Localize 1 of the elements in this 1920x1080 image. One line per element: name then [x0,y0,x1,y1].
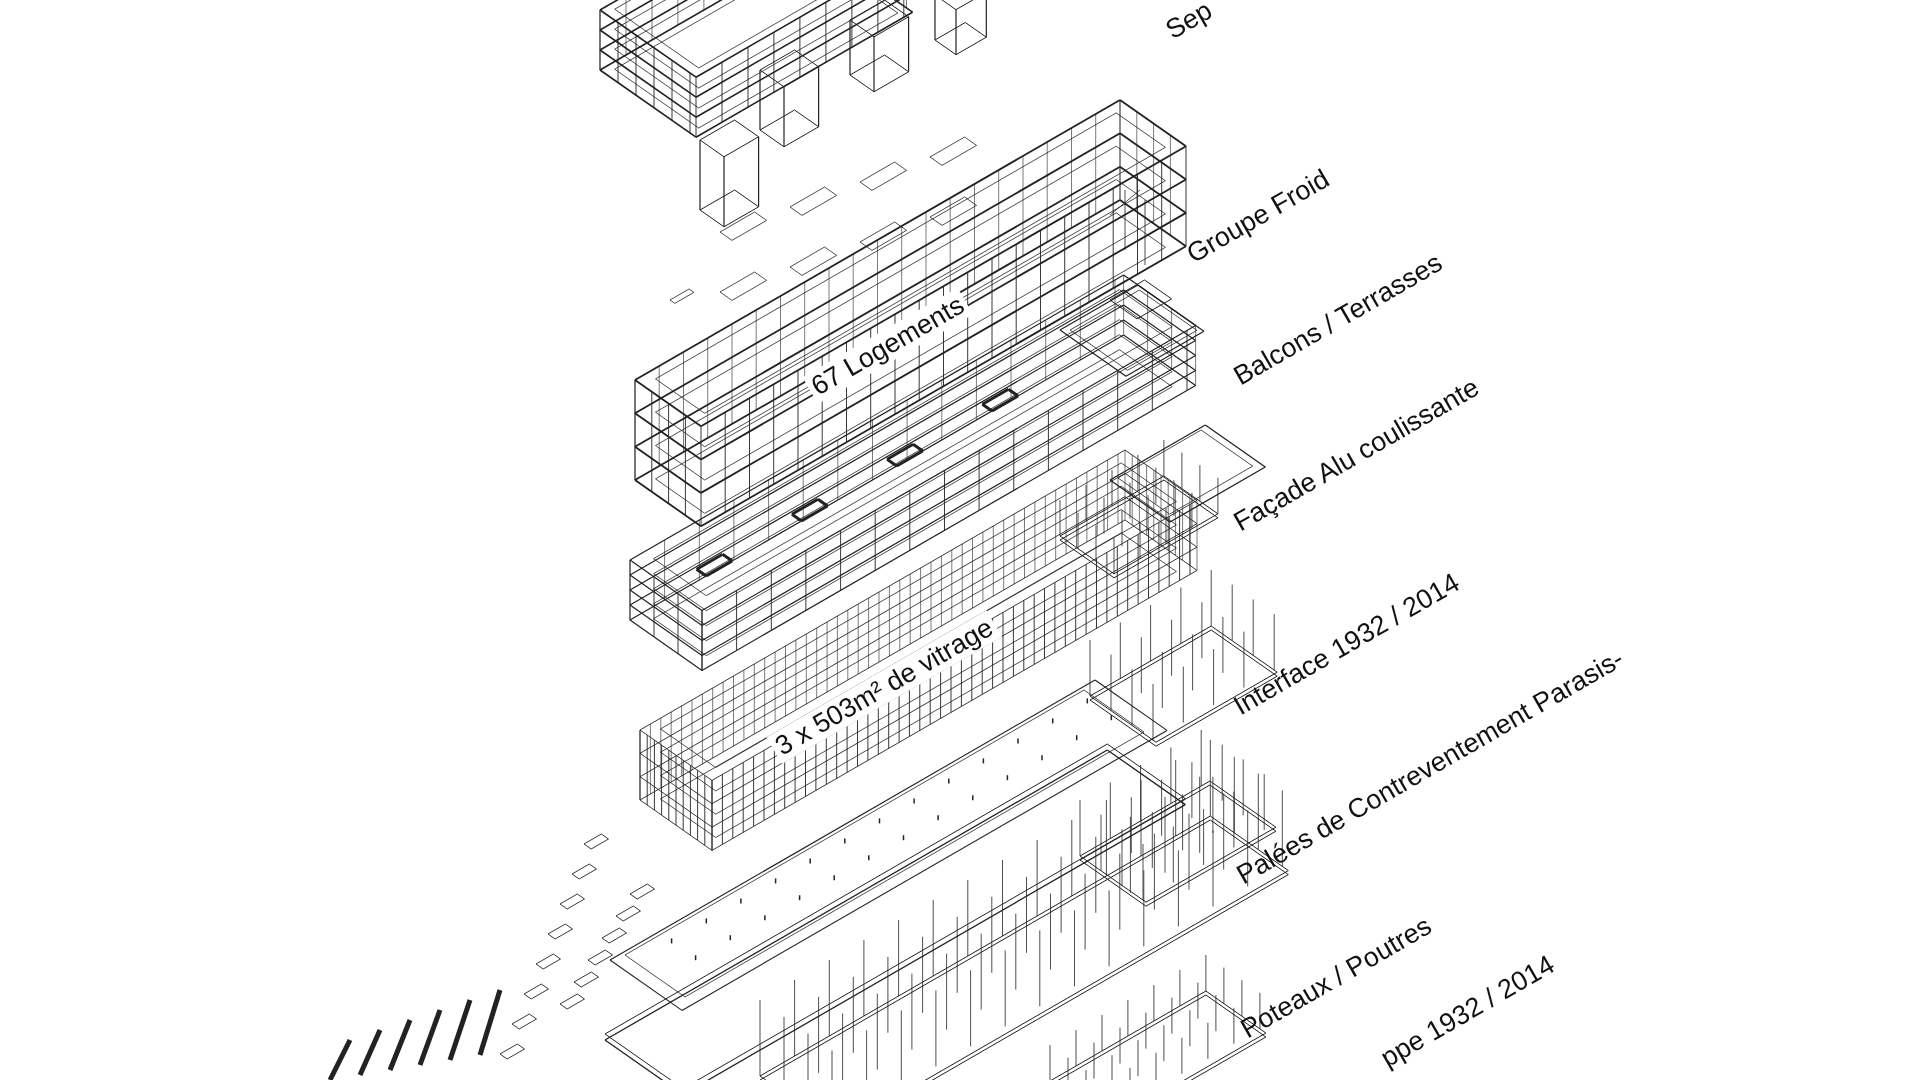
layer-label: Sep [1161,0,1217,44]
